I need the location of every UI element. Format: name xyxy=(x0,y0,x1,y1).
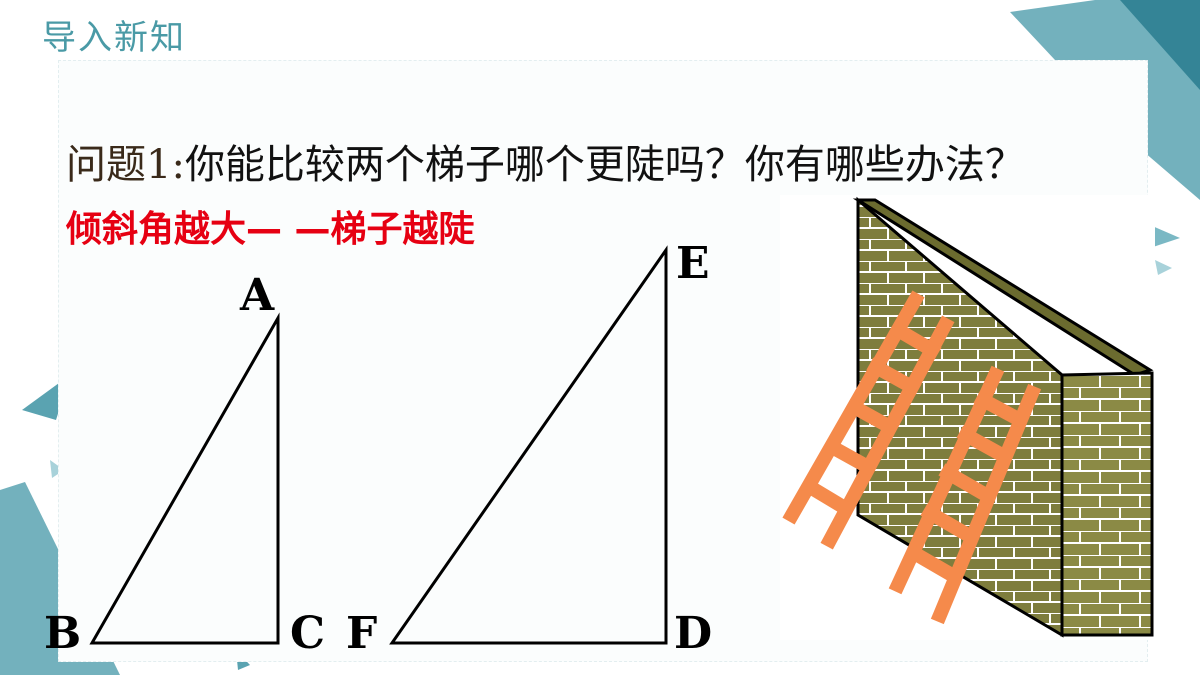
question-label: 问题1: xyxy=(66,142,185,188)
triangle-efd xyxy=(389,245,668,645)
ladder-wall-illustration xyxy=(780,195,1155,640)
label-b: B xyxy=(44,608,81,659)
question-text: 问题1:你能比较两个梯子哪个更陡吗？你有哪些办法？ xyxy=(66,132,1025,190)
label-d: D xyxy=(674,608,712,659)
label-e: E xyxy=(676,238,710,289)
label-f: F xyxy=(346,608,377,659)
answer-text: 倾斜角越大— —梯子越陡 xyxy=(66,209,475,250)
page-title: 导入新知 xyxy=(42,18,186,58)
label-c: C xyxy=(290,608,325,659)
ladder-right xyxy=(888,365,1042,625)
ladder-left xyxy=(782,290,955,550)
question-body: 你能比较两个梯子哪个更陡吗？你有哪些办法？ xyxy=(184,142,1025,188)
triangle-abc xyxy=(89,312,280,645)
label-a: A xyxy=(239,270,275,321)
